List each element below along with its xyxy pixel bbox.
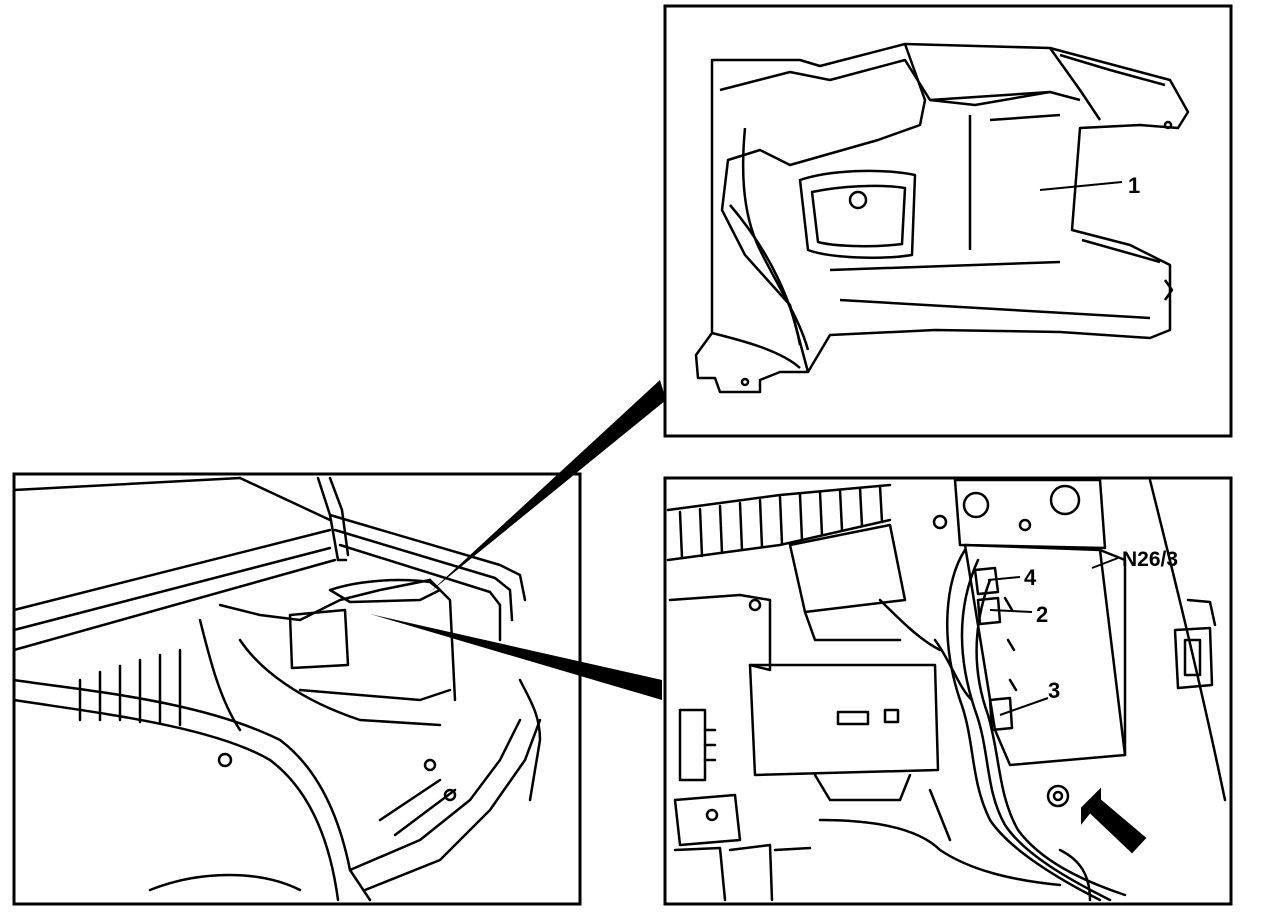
leader-line-4 — [987, 576, 1021, 581]
callout-3: 3 — [1048, 678, 1060, 703]
panel-trim-detail: 1 — [663, 4, 1233, 438]
panel-module-detail: N26/3 4 2 3 — [663, 476, 1233, 906]
open-trunk-drawing — [12, 476, 542, 902]
leader-line-3 — [999, 697, 1049, 716]
callout-2: 2 — [1036, 602, 1048, 627]
callout-4: 4 — [1024, 565, 1037, 590]
leader-line-1 — [1039, 181, 1123, 191]
callout-module-n26-3: N26/3 — [1122, 548, 1178, 571]
callout-1: 1 — [1128, 173, 1140, 198]
connector-wedge-trim — [430, 380, 666, 592]
arrow-marker — [1081, 787, 1147, 854]
panel-module-frame — [663, 476, 1233, 906]
module-area-drawing — [666, 478, 1227, 902]
connector-wedge-module — [370, 614, 662, 700]
trunk-side-trim-drawing — [694, 42, 1190, 394]
leader-line-module — [1091, 557, 1119, 569]
leader-line-2 — [989, 609, 1033, 613]
